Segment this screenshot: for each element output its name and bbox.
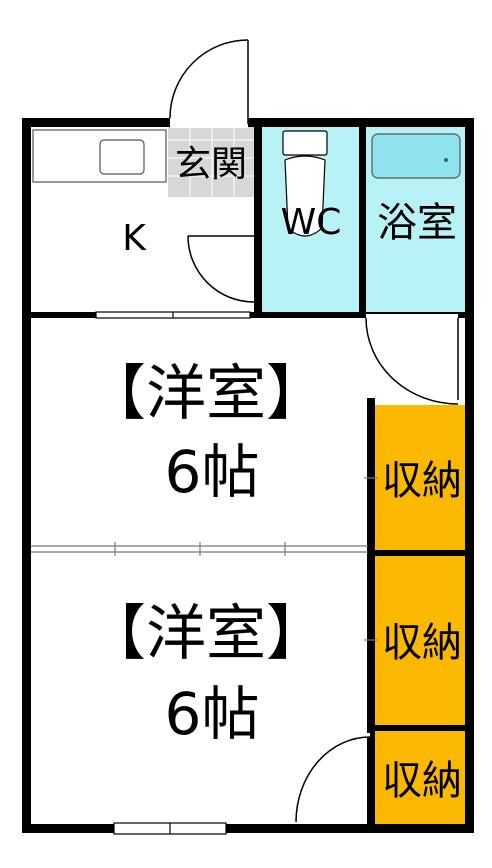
entrance-label: 玄関 — [175, 144, 247, 185]
front-door-opening — [170, 117, 248, 128]
storage-2-area — [374, 555, 470, 727]
lower-door-opening — [296, 733, 370, 737]
bath-label: 浴室 — [377, 200, 457, 246]
room-2-size: 6帖 — [165, 680, 260, 748]
room-1-title: 【洋室】 — [86, 359, 326, 429]
front-door[interactable] — [169, 39, 249, 124]
storage-1-area — [374, 405, 470, 553]
room-partition — [31, 542, 368, 556]
storage-3-area — [374, 730, 470, 828]
kitchen-label: K — [122, 218, 147, 259]
bath-door-opening — [366, 314, 458, 320]
toilet-fixture — [282, 130, 328, 237]
kitchen-counter — [32, 129, 167, 183]
bathtub — [371, 133, 461, 179]
entrance-tile-grid — [168, 125, 256, 197]
room-2-title: 【洋室】 — [86, 599, 326, 669]
storage-1-label: 収納 — [382, 458, 462, 504]
kitchen-sliding-door[interactable] — [95, 311, 251, 319]
inner-door[interactable] — [187, 235, 255, 303]
storage-3-label: 収納 — [382, 758, 462, 804]
bath-door[interactable] — [365, 317, 459, 405]
room-1-size: 6帖 — [165, 438, 260, 506]
lower-room-door[interactable] — [295, 736, 371, 823]
storage-2-label: 収納 — [382, 620, 462, 666]
storage-door-marks — [364, 477, 378, 641]
toilet-label: WC — [281, 202, 342, 243]
